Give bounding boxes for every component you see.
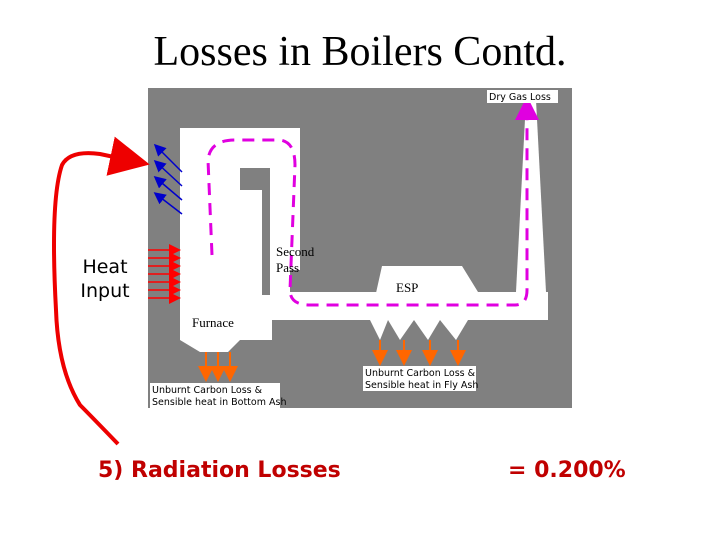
second-pass-label-1: Second bbox=[276, 244, 315, 259]
fly-ash-label-1: Unburnt Carbon Loss & bbox=[365, 368, 476, 379]
inner-wall bbox=[262, 168, 270, 295]
radiation-curved-arrow bbox=[52, 136, 150, 446]
radiation-losses-label: 5) Radiation Losses bbox=[98, 458, 341, 483]
heat-input-arrows bbox=[148, 244, 181, 304]
heat-input-label: Heat Input bbox=[60, 255, 150, 303]
fly-ash-arrows bbox=[372, 340, 466, 366]
fly-ash-box bbox=[363, 366, 476, 391]
baffle bbox=[240, 168, 262, 190]
second-pass-label-2: Pass bbox=[276, 260, 299, 275]
radiation-losses-value: = 0.200% bbox=[508, 458, 626, 483]
heat-input-line-1: Heat bbox=[82, 256, 128, 278]
bottom-ash-label-1: Unburnt Carbon Loss & bbox=[152, 385, 263, 396]
dry-gas-loss-box bbox=[487, 90, 558, 103]
furnace-label: Furnace bbox=[192, 315, 234, 330]
fly-ash-label-2: Sensible heat in Fly Ash bbox=[365, 380, 478, 391]
heat-input-line-2: Input bbox=[80, 280, 130, 302]
dry-gas-loss-label: Dry Gas Loss bbox=[489, 92, 551, 103]
slide-title: Losses in Boilers Contd. bbox=[153, 29, 567, 75]
bottom-ash-box bbox=[150, 383, 280, 408]
bottom-ash-arrows bbox=[198, 352, 238, 382]
radiation-arrows bbox=[153, 143, 183, 215]
bottom-ash-label-2: Sensible heat in Bottom Ash bbox=[152, 397, 286, 408]
esp-label: ESP bbox=[396, 280, 418, 295]
